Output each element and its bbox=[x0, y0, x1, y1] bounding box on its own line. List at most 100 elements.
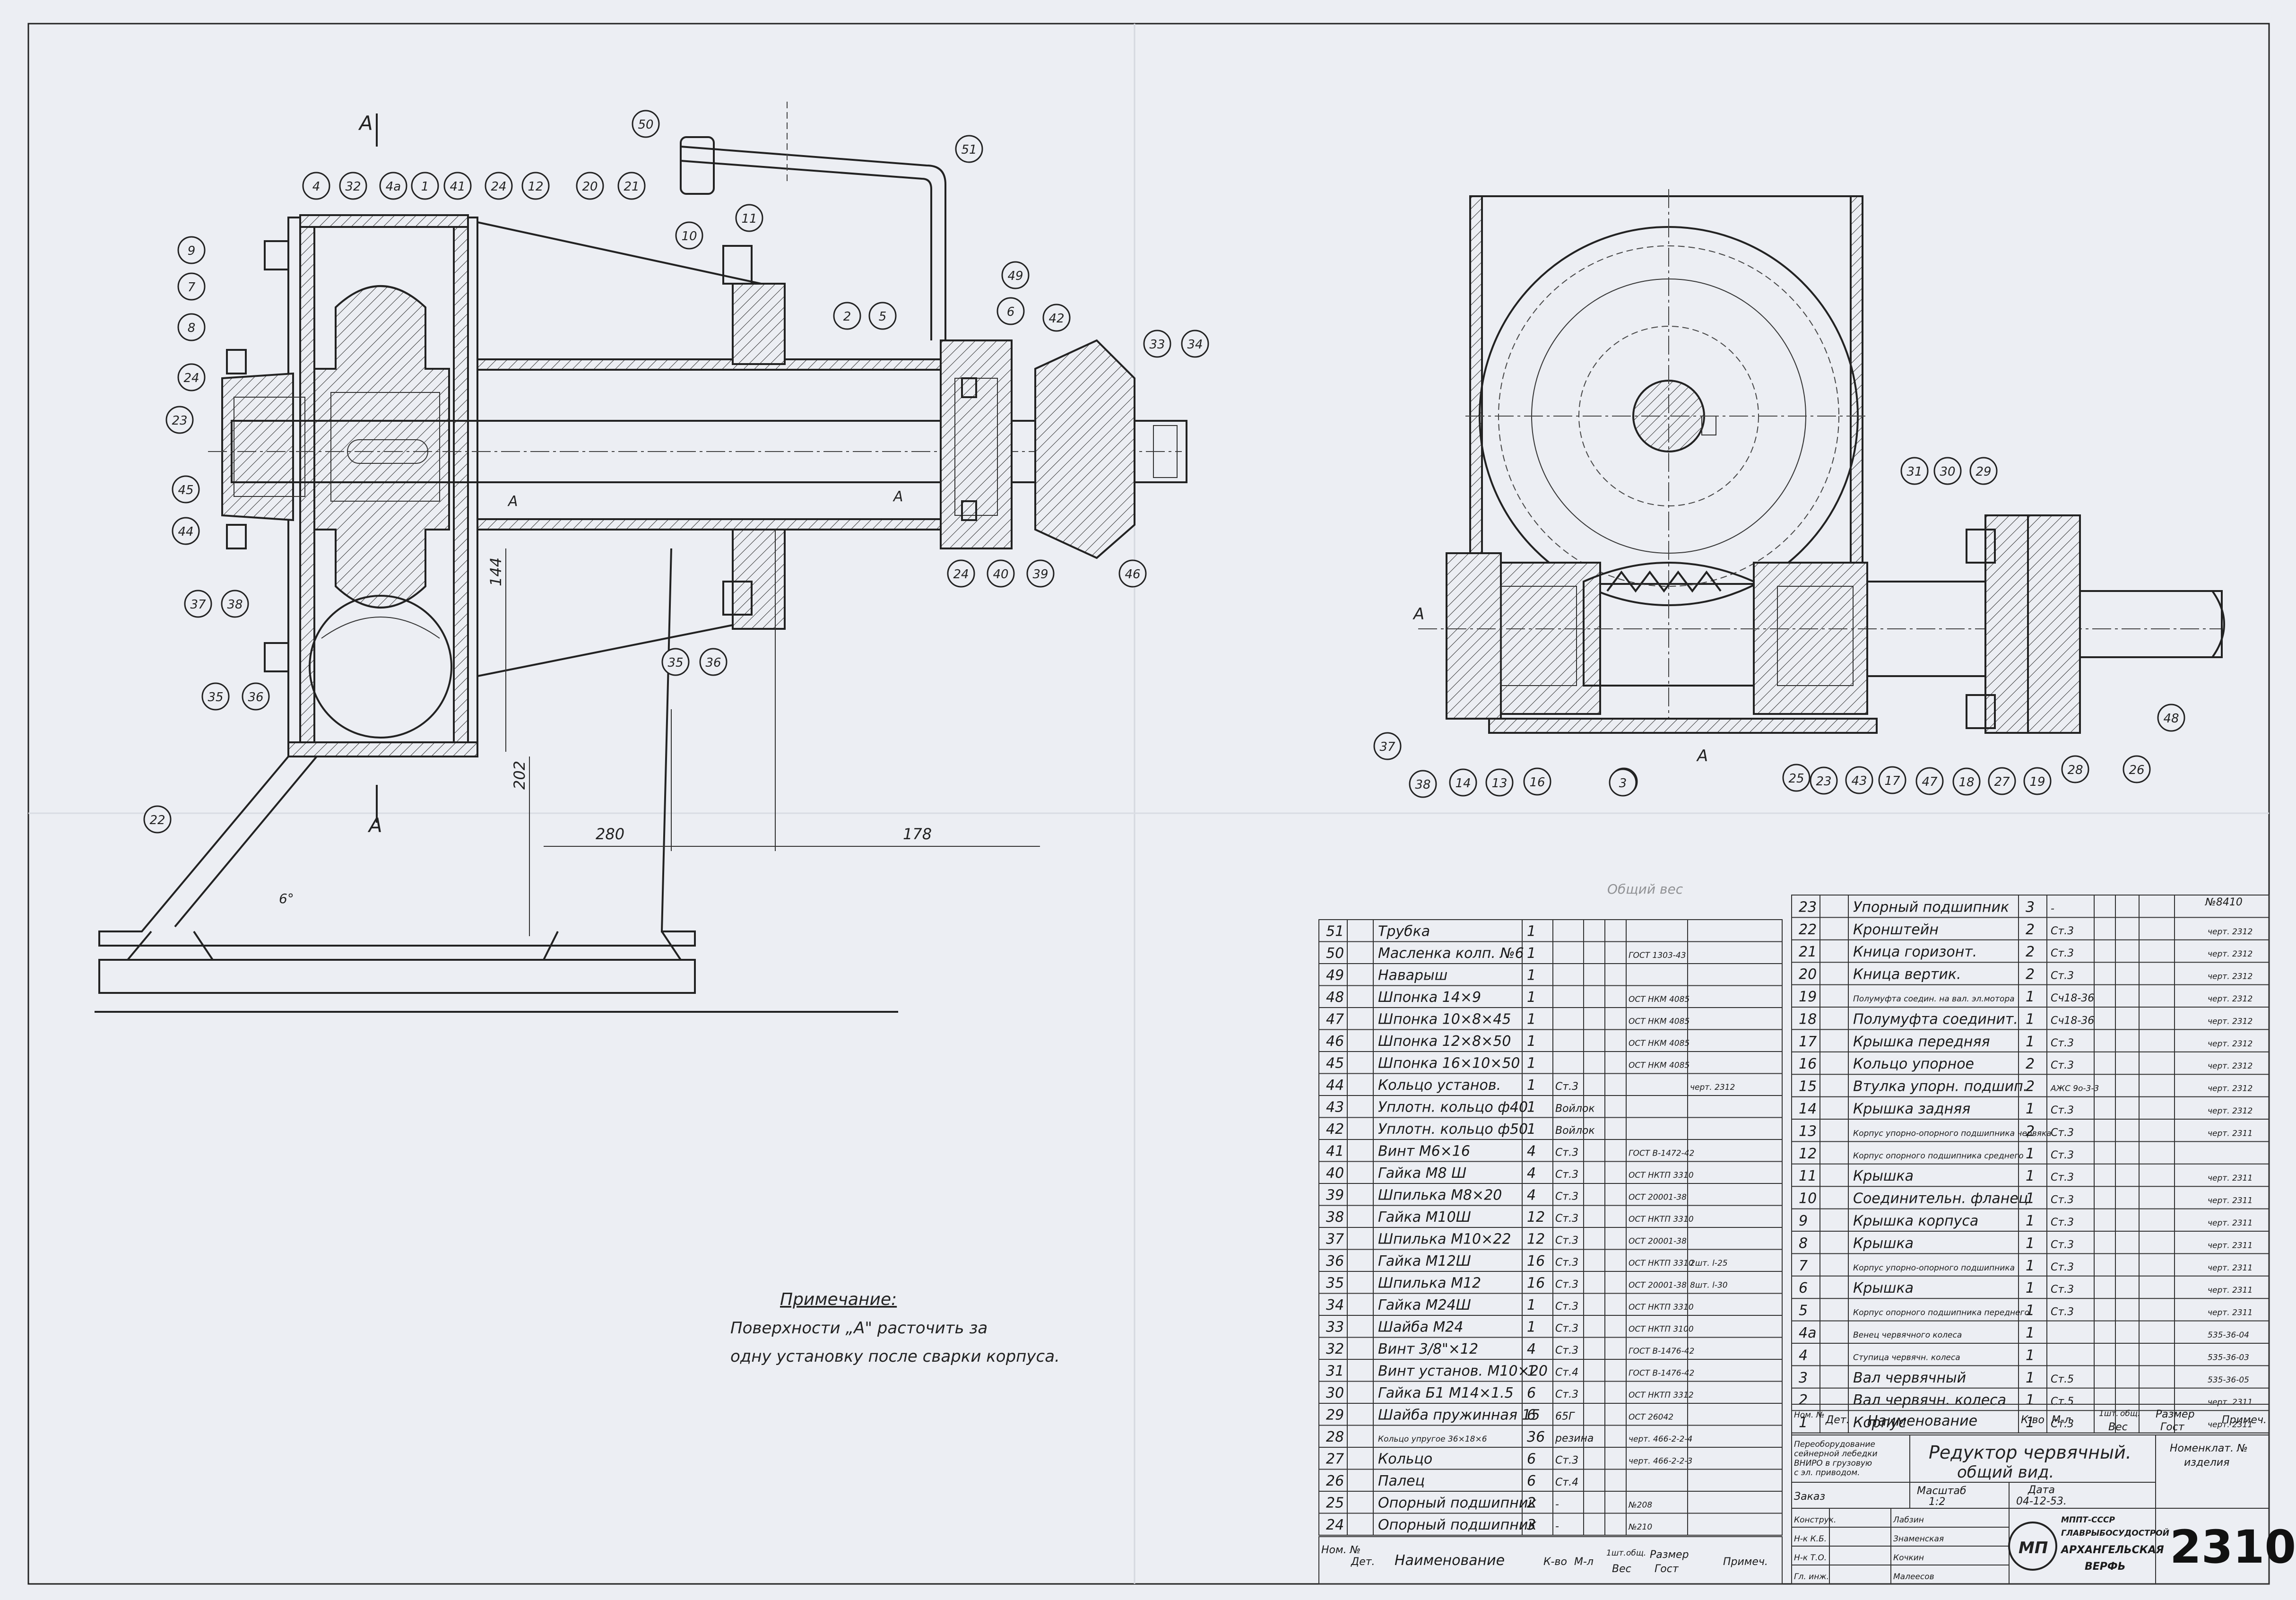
cell-mat: Ст.3 bbox=[2051, 1261, 2074, 1273]
hdr-wt-left: общ. bbox=[1626, 1548, 1646, 1558]
cell-mat: Ст.3 bbox=[1555, 1213, 1578, 1225]
hdr-wp-left: 1шт. bbox=[1606, 1548, 1626, 1558]
part-balloon bbox=[1523, 767, 1551, 796]
cell-mat: Сч18-36 bbox=[2051, 992, 2094, 1004]
cell-note: черт. 2312 bbox=[2208, 994, 2253, 1004]
part-balloon-label: 5 bbox=[879, 310, 887, 324]
cell-pos: 42 bbox=[1326, 1121, 1344, 1138]
right-section-view: А А bbox=[1412, 189, 2225, 765]
right-view-balloons: 3130294837381413151632523431747182719282… bbox=[1373, 457, 2185, 798]
drawing-title-1: Редуктор червячный. bbox=[1929, 1442, 2131, 1463]
hdr-note-left: Примеч. bbox=[1723, 1556, 1768, 1568]
dim-202: 202 bbox=[511, 761, 529, 790]
part-balloon-label: 19 bbox=[2029, 775, 2045, 789]
date-value: 04-12-53. bbox=[2016, 1496, 2067, 1507]
cell-pos: 15 bbox=[1799, 1078, 1817, 1095]
part-balloon-label: 9 bbox=[188, 244, 196, 258]
cell-qty: 1 bbox=[1527, 923, 1536, 940]
left-section-view: А А bbox=[95, 102, 1187, 1013]
part-balloon-label: 35 bbox=[667, 656, 683, 670]
nomenclature-label: Номенклат. № bbox=[2170, 1443, 2248, 1454]
hdr-mat-right: М-л bbox=[2052, 1414, 2071, 1426]
part-balloon-label: 14 bbox=[1455, 776, 1471, 791]
cell-qty: 12 bbox=[1527, 1209, 1545, 1226]
cell-qty: 6 bbox=[1527, 1385, 1536, 1401]
cell-mat: Ст.5 bbox=[2051, 1396, 2074, 1408]
cell-qty: 1 bbox=[2026, 1191, 2035, 1207]
part-balloon-label: 39 bbox=[1032, 567, 1048, 582]
cell-gost: №210 bbox=[1628, 1522, 1652, 1532]
cell-pos: 29 bbox=[1326, 1407, 1344, 1424]
cell-qty: 2 bbox=[2026, 1056, 2035, 1072]
part-balloon-label: 22 bbox=[149, 813, 165, 827]
cell-mat: АЖС 9о-3-3 bbox=[2050, 1084, 2099, 1094]
cell-mat: Ст.4 bbox=[1555, 1367, 1578, 1379]
cell-gost: черт. 466-2-2-3 bbox=[1629, 1457, 1692, 1466]
cell-qty: 1 bbox=[2026, 1213, 2035, 1229]
part-balloon-label: 47 bbox=[1922, 775, 1938, 789]
cell-qty: 1 bbox=[2026, 1258, 2035, 1274]
cell-pos: 12 bbox=[1799, 1146, 1817, 1162]
part-balloon bbox=[302, 172, 330, 200]
foundation bbox=[98, 959, 696, 994]
part-balloon bbox=[1485, 768, 1514, 797]
part-balloon-label: 37 bbox=[190, 598, 206, 612]
drawing-title-2: общий вид. bbox=[1957, 1463, 2054, 1482]
cell-name: Кольцо упорное bbox=[1853, 1056, 1974, 1072]
cell-name: Вал червячн. колеса bbox=[1853, 1392, 2006, 1409]
cell-gost: ГОСТ В-1476-42 bbox=[1629, 1347, 1694, 1356]
cell-mat: Ст.3 bbox=[1555, 1169, 1578, 1181]
cell-note: черт. 2312 bbox=[2208, 1039, 2253, 1049]
cell-mat: Ст.4 bbox=[1555, 1477, 1578, 1488]
cell-mat: Ст.5 bbox=[2051, 1374, 2074, 1385]
cell-qty: 1 bbox=[1527, 1297, 1536, 1313]
part-balloon bbox=[1026, 559, 1055, 588]
cell-name: Вал червячный bbox=[1853, 1370, 1966, 1386]
part-balloon-label: 38 bbox=[1415, 778, 1430, 792]
part-balloon-label: 45 bbox=[178, 483, 193, 497]
cell-mat: Ст.3 bbox=[2051, 925, 2074, 937]
part-balloon-label: 33 bbox=[1149, 338, 1165, 352]
middle-flange-bottom bbox=[732, 529, 786, 630]
part-balloon bbox=[177, 363, 206, 391]
part-balloon-label: 38 bbox=[227, 598, 243, 612]
cell-mat: Ст.3 bbox=[1555, 1235, 1578, 1247]
project-line4: с эл. приводом. bbox=[1794, 1468, 1860, 1478]
cell-pos: 32 bbox=[1326, 1341, 1344, 1357]
cell-note: черт. 2311 bbox=[2208, 1263, 2253, 1273]
part-balloon bbox=[177, 236, 206, 264]
worm bbox=[1583, 562, 1755, 687]
part-balloon bbox=[699, 648, 728, 676]
title-block: Переоборудование сейнерной лебедки ВНИРО… bbox=[1791, 1435, 2296, 1584]
cell-gost: ОСТ НКТП 3100 bbox=[1629, 1325, 1694, 1334]
org-line1: МППТ-СССР bbox=[2061, 1515, 2115, 1525]
cell-name: Кница горизонт. bbox=[1853, 944, 1977, 960]
cell-note: черт. 2312 bbox=[2208, 1017, 2253, 1026]
cell-mat: Ст.3 bbox=[1555, 1455, 1578, 1467]
cell-name: Шпонка 14×9 bbox=[1378, 989, 1481, 1006]
cell-name: Уплотн. кольцо ф40 bbox=[1378, 1099, 1528, 1116]
cell-mat: Войлок bbox=[1555, 1125, 1595, 1137]
note-title: Примечание: bbox=[780, 1290, 897, 1309]
part-balloon-label: 16 bbox=[1529, 775, 1545, 790]
cell-note: черт. 2311 bbox=[2208, 1129, 2253, 1138]
cell-name: Наварыш bbox=[1378, 967, 1447, 984]
cell-pos: 39 bbox=[1326, 1187, 1344, 1204]
hdr-weight-left: Вес bbox=[1612, 1563, 1631, 1575]
cell-pos: 22 bbox=[1799, 922, 1817, 938]
project-line1: Переоборудование bbox=[1794, 1440, 1875, 1449]
worm-wheel-section bbox=[309, 595, 452, 739]
part-balloon-label: 21 bbox=[624, 180, 639, 194]
cell-pos: 1 bbox=[1799, 1415, 1808, 1431]
cell-mat: Ст.3 bbox=[2051, 1127, 2074, 1139]
part-balloon bbox=[1609, 768, 1637, 797]
face-mark-a2: А bbox=[892, 488, 903, 505]
cell-name: Кольцо установ. bbox=[1378, 1077, 1501, 1094]
